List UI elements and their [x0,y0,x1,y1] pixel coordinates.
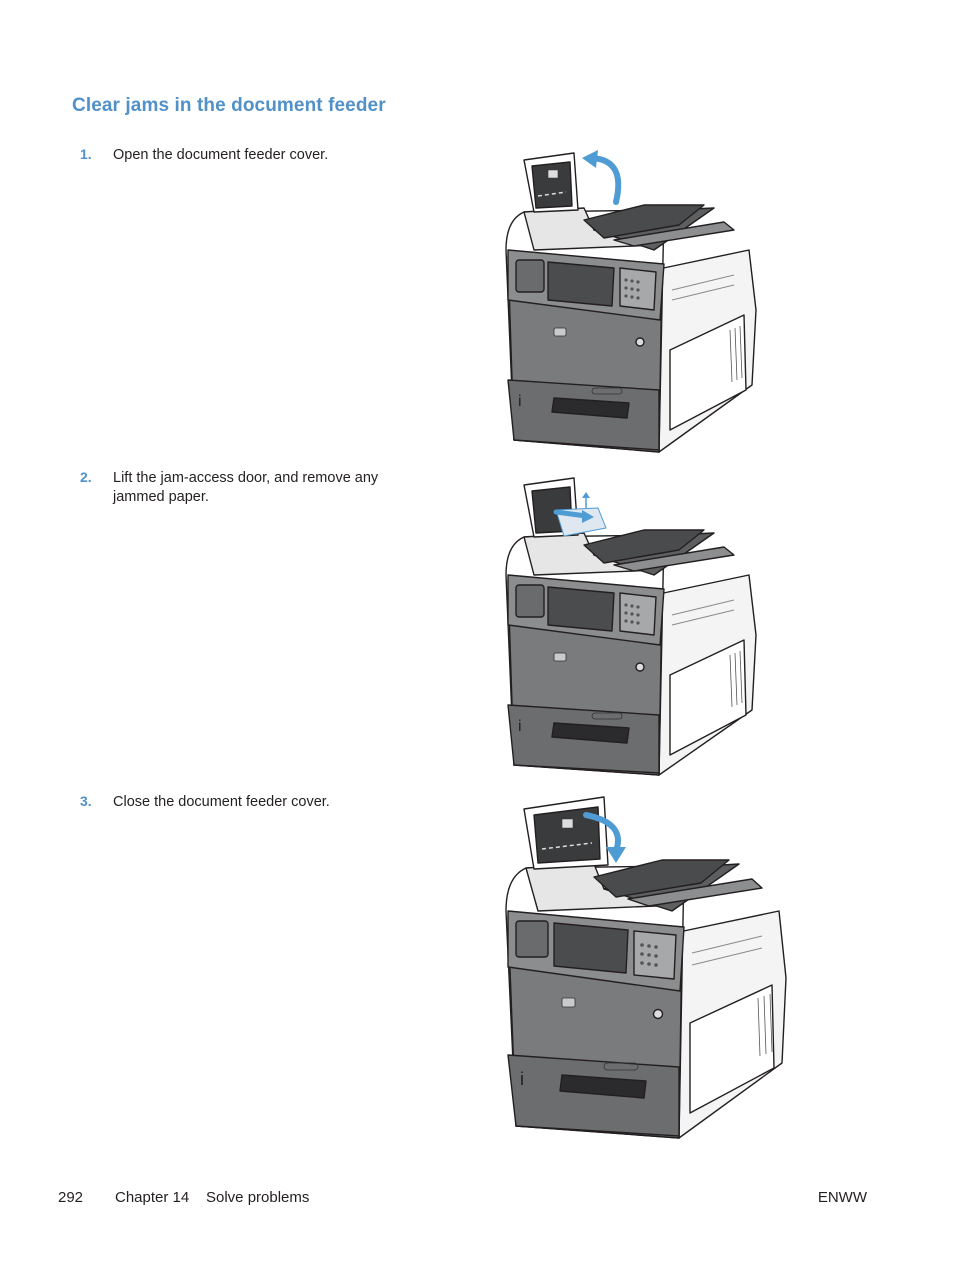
printer-illustration-icon: i [505,150,757,453]
printer-illustration-icon: i [505,477,757,776]
svg-text:i: i [520,1069,524,1089]
figure-remove-jam: i [494,470,764,785]
step-2-text: Lift the jam-access door, and remove any… [113,470,379,505]
footer-chapter-title: Solve problems [206,1189,310,1206]
step-3-number: 3. [80,793,92,809]
svg-text:i: i [518,718,522,735]
step-3-text: Close the document feeder cover. [113,794,330,810]
printer-illustration-icon: i [505,796,787,1139]
figure-open-cover: i [494,150,764,460]
section-title: Clear jams in the document feeder [72,95,386,116]
page-number: 292 [58,1189,84,1206]
footer-chapter: Chapter 14 [115,1189,190,1206]
step-1-text: Open the document feeder cover. [113,147,329,163]
step-2-number: 2. [80,469,92,485]
step-1-number: 1. [80,146,92,162]
footer-edition: ENWW [817,1189,867,1206]
figure-close-cover: i [494,793,794,1148]
svg-text:i: i [518,393,522,410]
